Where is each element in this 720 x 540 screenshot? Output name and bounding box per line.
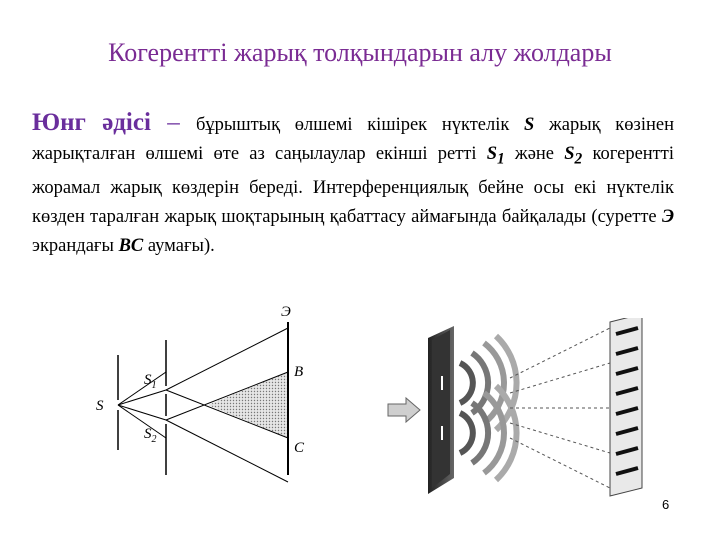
body-paragraph: Юнг әдісі – бұрыштық өлшемі кішірек нүкт…: [32, 108, 674, 261]
point-c-label: C: [294, 440, 305, 456]
overlap-region: [208, 372, 288, 438]
slit-plate: [428, 326, 454, 494]
slit2-label: S2: [144, 426, 157, 445]
fringe-screen: [609, 318, 643, 497]
page-number: 6: [662, 497, 670, 512]
wavefronts: [458, 333, 520, 483]
young-double-slit-diagram: Э S S1 S2 B C: [96, 304, 305, 483]
text-segment-3: және: [504, 144, 565, 164]
text-segment-6: аумағы).: [143, 235, 215, 256]
text-segment-2: жарық көзінен жарықталған өлшемі өте аз …: [32, 115, 675, 164]
interference-rays: [509, 327, 611, 489]
screen-symbol: Э: [661, 206, 674, 227]
slide-title: Когерентті жарық толқындарын алу жолдары: [108, 38, 612, 67]
wave-interference-diagram: [387, 318, 643, 497]
source-symbol: S: [524, 115, 535, 135]
text-segment-5: экрандағы: [32, 235, 119, 256]
source-label: S: [96, 398, 104, 414]
lead-term: Юнг әдісі: [32, 109, 151, 136]
point-b-label: B: [294, 364, 303, 380]
slit1-symbol: S1: [486, 144, 505, 168]
incoming-arrow-icon: [387, 396, 421, 424]
text-segment-4: когерентті жорамал жарық көздерін береді…: [32, 144, 674, 227]
bc-symbol: BC: [118, 235, 144, 256]
slit1-label: S1: [144, 372, 157, 391]
screen-label: Э: [281, 304, 291, 320]
text-segment-1: бұрыштық өлшемі кішірек нүктелік: [196, 115, 525, 135]
lead-dash: –: [150, 109, 196, 136]
rays: [117, 327, 289, 483]
slit2-symbol: S2: [564, 144, 583, 168]
